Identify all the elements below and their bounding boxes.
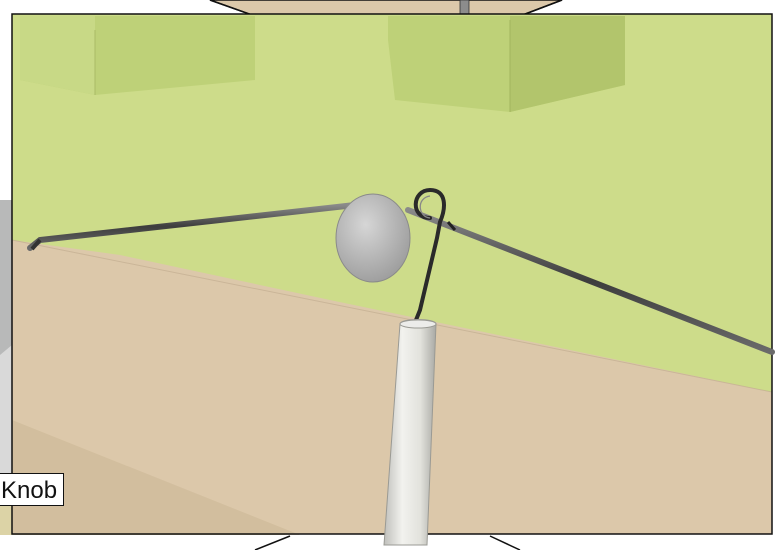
knob	[336, 194, 410, 282]
knob-callout-label: Knob	[0, 473, 64, 506]
wall-block-left	[20, 16, 255, 95]
